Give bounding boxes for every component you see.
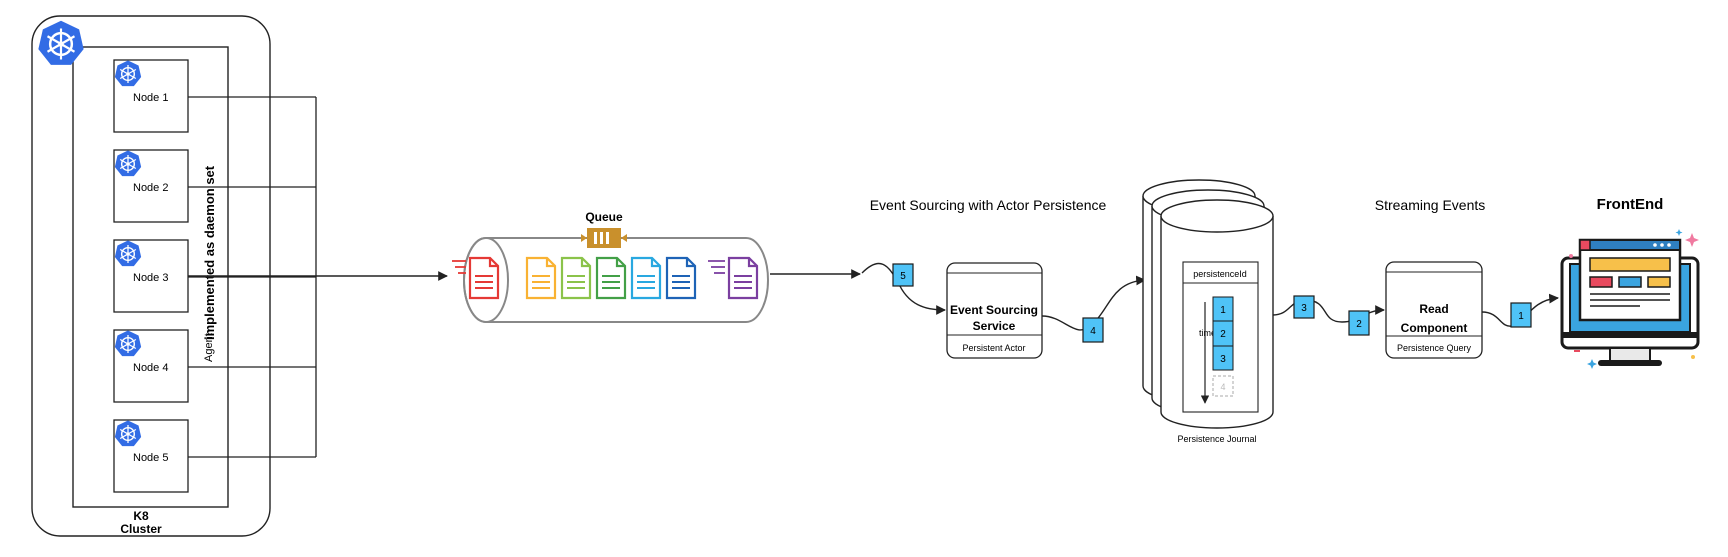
browser-window-icon <box>1578 238 1682 322</box>
node-box: Node 5 <box>113 419 189 493</box>
step-badge: 3 <box>1293 295 1315 319</box>
step-number: 5 <box>900 271 906 282</box>
event-sourcing-section: Event Sourcing with Actor Persistence 5 … <box>861 197 1146 359</box>
streaming-title: Streaming Events <box>1375 197 1486 213</box>
step-badge: 5 <box>892 263 914 287</box>
node-box: Node 1 <box>113 59 189 133</box>
document-icon <box>525 256 557 300</box>
read-title-line1: Read <box>1419 302 1448 316</box>
svg-text:4: 4 <box>1220 382 1225 392</box>
queue: Queue <box>452 210 861 323</box>
svg-text:2: 2 <box>1220 329 1226 340</box>
journal-entry-pending: 4 <box>1212 375 1234 397</box>
streaming-section: Streaming Events 3 2 Read Component Pers… <box>1272 197 1559 359</box>
queue-title: Queue <box>585 210 623 224</box>
cluster-label-line2: Cluster <box>120 522 162 536</box>
motion-lines <box>452 260 466 274</box>
journal-entry: 2 <box>1212 320 1234 347</box>
motion-lines <box>708 260 725 274</box>
k8-cluster: K8 Cluster implemented as daemon set Age… <box>31 15 448 537</box>
event-sourcing-service-box: Event Sourcing Service Persistent Actor <box>946 262 1043 359</box>
node-label: Node 1 <box>133 92 168 104</box>
step-number: 1 <box>1518 311 1524 322</box>
document-icon <box>665 256 697 300</box>
queue-icon <box>581 228 627 248</box>
frontend-title: FrontEnd <box>1597 196 1664 213</box>
read-subtitle: Persistence Query <box>1397 343 1472 353</box>
persistence-journal: persistenceId time 1 2 3 4 Persistence J… <box>1142 179 1274 444</box>
document-icon <box>595 256 627 300</box>
journal-header: persistenceId <box>1193 269 1247 279</box>
step-badge: 4 <box>1082 317 1104 343</box>
step-badge: 1 <box>1510 302 1532 328</box>
document-icon <box>468 256 500 300</box>
journal-entry: 3 <box>1212 345 1234 371</box>
step-number: 2 <box>1356 319 1362 330</box>
time-label: time <box>1199 328 1216 338</box>
document-icon <box>560 256 592 300</box>
service-subtitle: Persistent Actor <box>962 343 1025 353</box>
document-icon <box>630 256 662 300</box>
svg-text:1: 1 <box>1220 305 1226 316</box>
node-label: Node 4 <box>133 362 168 374</box>
agent-label: Agent <box>203 333 215 362</box>
step-badge: 2 <box>1348 310 1370 336</box>
read-title-line2: Component <box>1401 321 1468 335</box>
service-title-line1: Event Sourcing <box>950 303 1038 317</box>
kubernetes-logo-icon <box>37 19 85 67</box>
node-label: Node 3 <box>133 272 168 284</box>
cluster-label-line1: K8 <box>133 509 149 523</box>
step-number: 3 <box>1301 303 1307 314</box>
read-component-box: Read Component Persistence Query <box>1385 261 1483 359</box>
node-label: Node 5 <box>133 452 168 464</box>
journal-caption: Persistence Journal <box>1177 434 1256 444</box>
daemonset-label: implemented as daemon set <box>202 165 217 340</box>
sparkle-icon <box>1569 229 1699 369</box>
step-number: 4 <box>1090 326 1096 337</box>
document-icon <box>727 256 759 300</box>
node-connectors <box>188 96 317 458</box>
svg-text:3: 3 <box>1220 354 1226 365</box>
node-box: Node 4 <box>113 329 189 403</box>
journal-entry: 1 <box>1212 296 1234 322</box>
node-box: Node 3 <box>113 239 189 313</box>
service-title-line2: Service <box>973 319 1016 333</box>
node-box: Node 2 <box>113 149 189 223</box>
node-label: Node 2 <box>133 182 168 194</box>
event-sourcing-title: Event Sourcing with Actor Persistence <box>870 197 1107 213</box>
frontend: FrontEnd <box>1560 196 1700 369</box>
